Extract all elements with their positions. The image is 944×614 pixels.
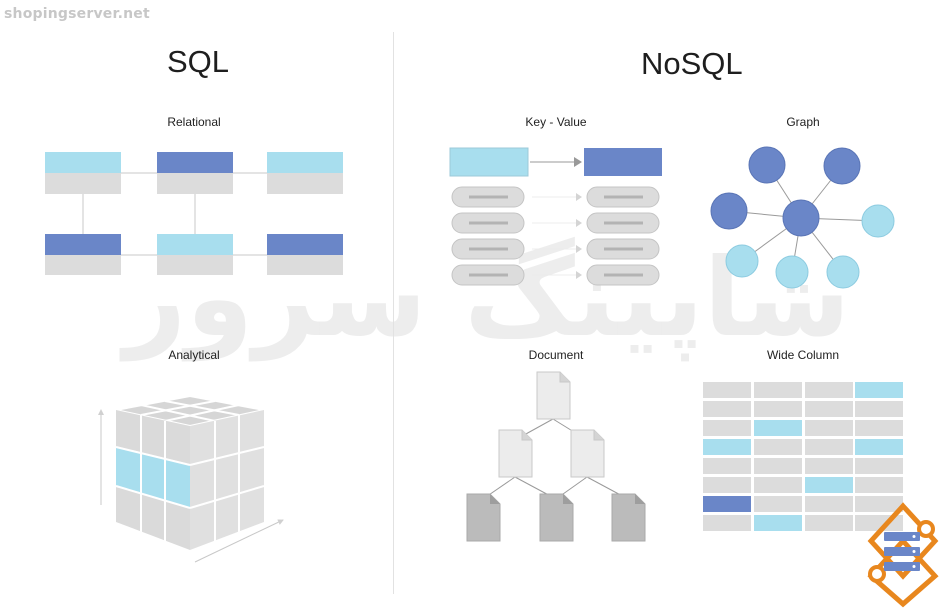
- kv-pair-row: [451, 186, 660, 208]
- grid-cell: [805, 496, 853, 512]
- table-card: [45, 152, 121, 194]
- kv-pair-row: [451, 212, 660, 234]
- grid-cell: [855, 496, 903, 512]
- analytical-cube: [98, 394, 284, 563]
- grid-cell: [703, 420, 751, 436]
- grid-cell: [703, 496, 751, 512]
- wide-column-grid: [703, 382, 903, 531]
- grid-cell: [855, 477, 903, 493]
- table-card: [267, 234, 343, 275]
- grid-cell: [855, 439, 903, 455]
- document-caption: Document: [528, 348, 584, 362]
- grid-cell: [805, 477, 853, 493]
- grid-cell: [703, 477, 751, 493]
- document-tree: [466, 371, 646, 542]
- grid-cell: [805, 401, 853, 417]
- wide-column-caption: Wide Column: [766, 348, 840, 362]
- table-card: [267, 152, 343, 194]
- section-divider: [393, 32, 394, 594]
- document-icon: [570, 429, 605, 478]
- grid-cell: [754, 401, 802, 417]
- document-icon: [498, 429, 533, 478]
- grid-cell: [754, 477, 802, 493]
- grid-cell: [754, 515, 802, 531]
- grid-cell: [805, 458, 853, 474]
- grid-cell: [754, 496, 802, 512]
- grid-cell: [855, 420, 903, 436]
- grid-cell: [703, 439, 751, 455]
- sql-title: SQL: [167, 44, 230, 79]
- kv-pair-row: [451, 264, 660, 286]
- site-watermark: shopingserver.net: [4, 6, 150, 22]
- grid-cell: [703, 382, 751, 398]
- grid-cell: [855, 401, 903, 417]
- table-card: [157, 234, 233, 275]
- table-card: [157, 152, 233, 194]
- analytical-caption: Analytical: [168, 348, 220, 362]
- grid-cell: [754, 420, 802, 436]
- document-icon: [539, 493, 574, 542]
- document-icon: [536, 371, 571, 420]
- grid-cell: [754, 439, 802, 455]
- server-logo-icon: [867, 502, 939, 608]
- relational-caption: Relational: [167, 115, 221, 129]
- nosql-title: NoSQL: [641, 46, 743, 81]
- grid-cell: [703, 515, 751, 531]
- grid-cell: [805, 515, 853, 531]
- grid-cell: [855, 458, 903, 474]
- grid-cell: [805, 382, 853, 398]
- key-value-diagram: [449, 147, 662, 286]
- document-icon: [611, 493, 646, 542]
- kv-pair-row: [451, 238, 660, 260]
- grid-cell: [703, 401, 751, 417]
- grid-cell: [805, 420, 853, 436]
- table-card: [45, 234, 121, 275]
- grid-cell: [754, 458, 802, 474]
- grid-cell: [855, 382, 903, 398]
- graph-diagram: [710, 146, 895, 289]
- graph-caption: Graph: [786, 115, 820, 129]
- document-icon: [466, 493, 501, 542]
- grid-cell: [754, 382, 802, 398]
- relational-diagram: [45, 152, 343, 275]
- key-value-caption: Key - Value: [525, 115, 587, 129]
- grid-cell: [805, 439, 853, 455]
- grid-cell: [703, 458, 751, 474]
